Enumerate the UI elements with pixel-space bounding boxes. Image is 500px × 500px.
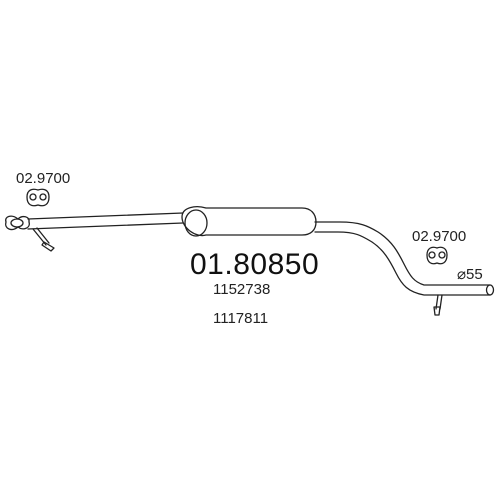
tailpipe-end <box>485 284 495 296</box>
rubber-hanger-right-icon <box>426 246 448 265</box>
oe-number-1: 1152738 <box>213 281 271 298</box>
inlet-flange-icon <box>5 215 30 231</box>
part-number: 01.80850 <box>190 248 320 281</box>
outlet-diameter-label: ⌀55 <box>457 266 483 283</box>
hanger-right-label: 02.9700 <box>412 228 467 245</box>
pipe-left-section <box>27 212 184 230</box>
front-bracket-stud-icon <box>32 227 55 252</box>
rear-bracket-stud-icon <box>433 294 443 316</box>
oe-number-2: 1117811 <box>213 310 269 327</box>
silencer-body <box>181 206 317 237</box>
pipe-right-section <box>314 221 491 296</box>
hanger-left-label: 02.9700 <box>16 170 71 187</box>
rubber-hanger-left-icon <box>26 188 50 207</box>
